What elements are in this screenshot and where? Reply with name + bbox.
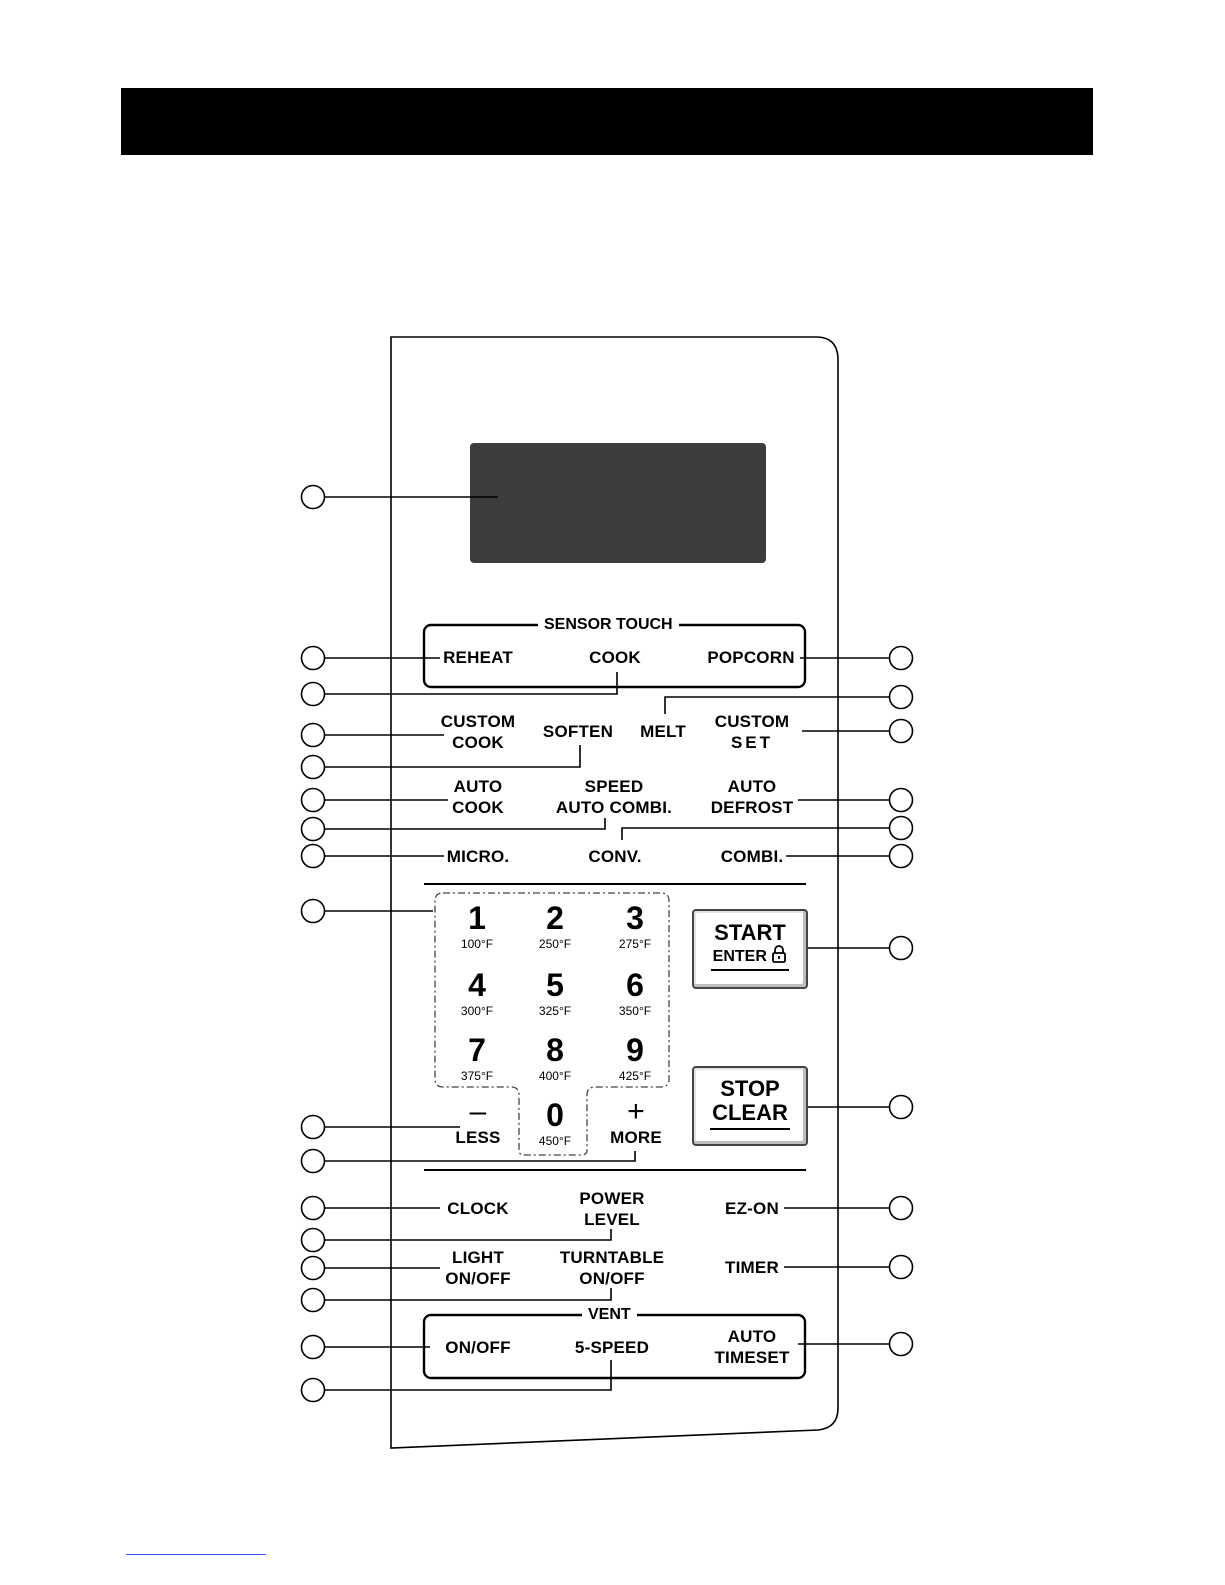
callout-circle — [300, 1255, 326, 1281]
callout-circle — [300, 816, 326, 842]
footer-link-rule — [126, 1554, 266, 1555]
sensor-cook-button[interactable]: COOK — [589, 648, 641, 667]
callout-circle — [888, 787, 914, 813]
soften-button[interactable]: SOFTEN — [542, 722, 614, 741]
vent-on-off-button[interactable]: ON/OFF — [445, 1338, 511, 1357]
vent-title: VENT — [582, 1306, 637, 1324]
callout-circle — [300, 1227, 326, 1253]
melt-button[interactable]: MELT — [640, 722, 686, 741]
callout-circle — [300, 1114, 326, 1140]
header-bar — [121, 88, 1093, 155]
callout-circle — [888, 718, 914, 744]
plus-icon: + — [627, 1095, 645, 1128]
display-window — [470, 443, 766, 563]
start-enter-button[interactable]: START ENTER — [692, 909, 808, 989]
callout-circle — [888, 1254, 914, 1280]
callout-circle — [300, 681, 326, 707]
callout-circle — [888, 843, 914, 869]
minus-icon: – — [469, 1095, 487, 1128]
vent-5-speed-button[interactable]: 5-SPEED — [574, 1338, 650, 1357]
callout-circle — [888, 645, 914, 671]
callout-circle — [300, 1287, 326, 1313]
callout-circle — [300, 787, 326, 813]
callout-circle — [300, 722, 326, 748]
micro-button[interactable]: MICRO. — [446, 847, 510, 866]
stop-clear-button[interactable]: STOP CLEAR — [692, 1066, 808, 1146]
clock-button[interactable]: CLOCK — [447, 1199, 509, 1218]
more-button[interactable]: + MORE — [596, 1097, 676, 1148]
less-button[interactable]: – LESS — [438, 1097, 518, 1148]
callout-circle — [300, 1195, 326, 1221]
reheat-button[interactable]: REHEAT — [443, 648, 513, 667]
callout-circle — [888, 1094, 914, 1120]
callout-circle — [300, 1148, 326, 1174]
ez-on-button[interactable]: EZ-ON — [725, 1199, 779, 1218]
callout-circle — [300, 1377, 326, 1403]
panel-outline — [390, 336, 839, 1449]
callout-circle — [888, 1195, 914, 1221]
callout-circle — [888, 815, 914, 841]
keypad-dashed-outline — [434, 892, 670, 1156]
sensor-touch-title: SENSOR TOUCH — [538, 616, 679, 634]
callout-circle — [300, 754, 326, 780]
timer-button[interactable]: TIMER — [725, 1258, 779, 1277]
lock-icon — [772, 945, 787, 963]
callout-circle — [888, 1331, 914, 1357]
callout-circle — [888, 935, 914, 961]
callout-circle — [300, 1334, 326, 1360]
callout-circle — [300, 645, 326, 671]
conv-button[interactable]: CONV. — [588, 847, 642, 866]
callout-circle — [888, 684, 914, 710]
combi-button[interactable]: COMBI. — [720, 847, 784, 866]
callout-circle — [300, 843, 326, 869]
callout-circle — [300, 484, 326, 510]
popcorn-button[interactable]: POPCORN — [707, 648, 795, 667]
callout-circle — [300, 898, 326, 924]
